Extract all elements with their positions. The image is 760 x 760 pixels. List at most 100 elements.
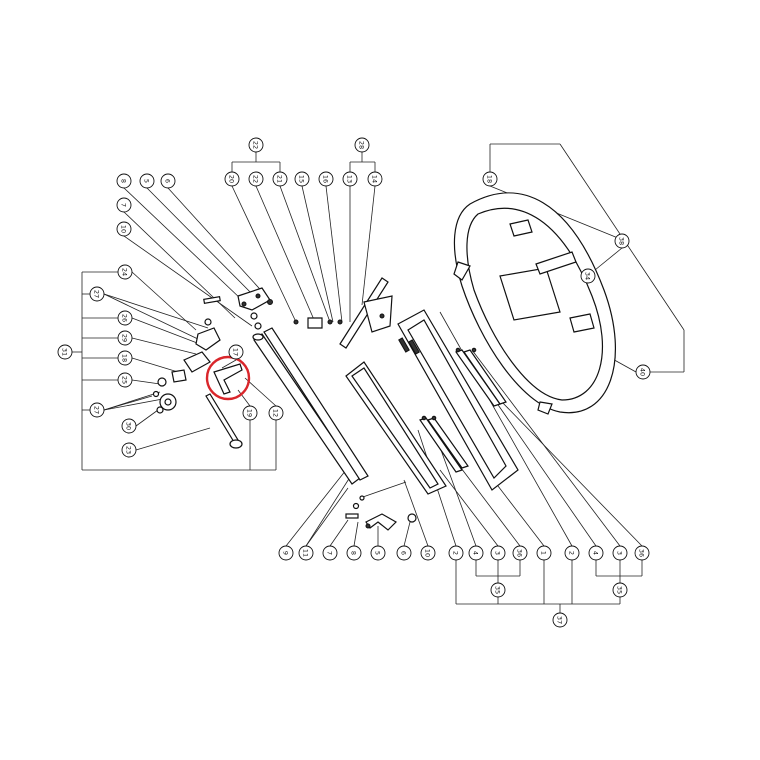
callout-c28: 9 [278, 545, 294, 561]
callout-label: 18 [121, 354, 129, 362]
highlight-circle [205, 355, 251, 401]
callout-label: 3 [616, 551, 624, 555]
callout-c47: 18 [482, 171, 498, 187]
callout-c37: 3 [490, 545, 506, 561]
leader-lines [72, 143, 685, 613]
callout-circle [121, 418, 137, 434]
callout-c7: 13 [342, 171, 358, 187]
callout-label: 34 [584, 272, 592, 280]
callout-label: 1 [540, 551, 548, 555]
callout-circle [117, 310, 133, 326]
callout-circle [420, 545, 436, 561]
callout-circle [490, 582, 506, 598]
callout-c10: 8 [116, 173, 132, 189]
callout-label: 27 [93, 290, 101, 298]
callout-c45: 35 [612, 582, 628, 598]
callout-label: 19 [246, 409, 254, 417]
callout-c48: 38 [614, 233, 630, 249]
callout-circle [552, 612, 568, 628]
callout-label: 29 [121, 334, 129, 342]
callout-circle [224, 171, 240, 187]
callout-label: 11 [302, 549, 310, 557]
callout-c42: 4 [588, 545, 604, 561]
callout-label: 5 [374, 551, 382, 555]
callout-label: 23 [125, 446, 133, 454]
callout-c17: 26 [117, 310, 133, 326]
callout-label: 35 [616, 586, 624, 594]
callout-circle [116, 221, 132, 237]
callout-circle [89, 286, 105, 302]
callout-circle [354, 137, 370, 153]
callout-label: 22 [252, 141, 260, 149]
callout-label: 14 [371, 175, 379, 183]
callout-label: 22 [252, 175, 260, 183]
callout-circle [512, 545, 528, 561]
callout-circle [342, 171, 358, 187]
callout-circle [536, 545, 552, 561]
callout-label: 30 [125, 422, 133, 430]
callout-c12: 6 [160, 173, 176, 189]
callout-label: 4 [472, 551, 480, 555]
callout-label: 24 [121, 268, 129, 276]
callout-label: 10 [120, 225, 128, 233]
callout-c15: 24 [117, 264, 133, 280]
callout-label: 31 [61, 348, 69, 356]
callout-c3: 22 [248, 171, 264, 187]
callout-circle [116, 173, 132, 189]
callout-label: 35 [494, 586, 502, 594]
callout-c21: 27 [89, 402, 105, 418]
callout-label: 38 [618, 237, 626, 245]
callout-label: 2 [568, 551, 576, 555]
callout-circle [89, 402, 105, 418]
trough-body [397, 309, 519, 491]
callout-circle [248, 137, 264, 153]
callout-c36: 4 [468, 545, 484, 561]
callout-circle [272, 171, 288, 187]
callout-c50: 40 [635, 364, 651, 380]
callout-circle [588, 545, 604, 561]
callout-c38: 36 [512, 545, 528, 561]
callout-c8: 28 [354, 137, 370, 153]
callout-label: 4 [592, 551, 600, 555]
callout-circle [346, 545, 362, 561]
callout-c39: 35 [490, 582, 506, 598]
callout-label: 2 [452, 551, 460, 555]
callout-c25: 17 [228, 344, 244, 360]
callout-c16: 27 [89, 286, 105, 302]
callout-circle [396, 545, 412, 561]
callout-c2: 20 [224, 171, 240, 187]
callout-circle [614, 233, 630, 249]
callout-label: 25 [121, 376, 129, 384]
tensioner-arm [339, 277, 393, 349]
callout-c29: 11 [298, 545, 314, 561]
callout-circle [248, 171, 264, 187]
callout-c30: 7 [322, 545, 338, 561]
callout-label: 9 [282, 551, 290, 555]
callout-label: 40 [639, 368, 647, 376]
callout-label: 5 [143, 179, 151, 183]
callout-c14: 10 [116, 221, 132, 237]
callout-label: 12 [272, 409, 280, 417]
callout-c32: 5 [370, 545, 386, 561]
hinge-bracket [203, 287, 273, 330]
callout-c26: 19 [242, 405, 258, 421]
callout-c33: 6 [396, 545, 412, 561]
callout-circle [139, 173, 155, 189]
callout-label: 8 [350, 551, 358, 555]
callout-circle [490, 545, 506, 561]
callout-label: 26 [121, 314, 129, 322]
callout-c23: 23 [121, 442, 137, 458]
callout-label: 13 [346, 175, 354, 183]
callout-c1: 22 [248, 137, 264, 153]
callout-circle [228, 344, 244, 360]
callout-circle [468, 545, 484, 561]
callout-c19: 18 [117, 350, 133, 366]
bottom-small-parts [345, 495, 417, 531]
callout-circle [612, 545, 628, 561]
callout-c49: 34 [580, 268, 596, 284]
callout-circle [117, 372, 133, 388]
callout-label: 8 [120, 179, 128, 183]
callout-label: 7 [120, 203, 128, 207]
callout-label: 17 [232, 348, 240, 356]
